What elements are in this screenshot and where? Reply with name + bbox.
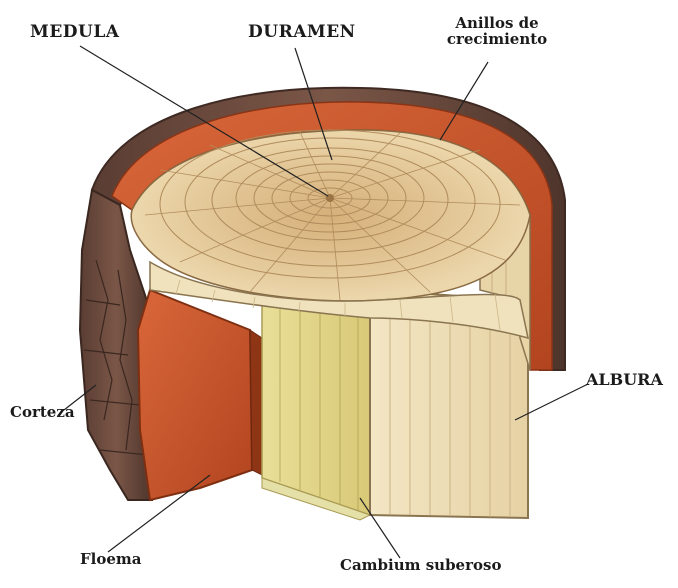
label-albura: ALBURA [586, 372, 663, 389]
label-medula: MEDULA [30, 24, 120, 42]
label-anillos-de-crecimiento: Anillos de crecimiento [438, 16, 556, 48]
phloem-panel [138, 290, 252, 500]
cambium-panel [262, 300, 370, 515]
phloem-edge [250, 330, 262, 475]
label-duramen: DURAMEN [248, 24, 356, 42]
label-anillos-line2: crecimiento [438, 32, 556, 48]
label-corteza: Corteza [10, 405, 75, 421]
label-floema: Floema [80, 552, 142, 568]
label-cambium-suberoso: Cambium suberoso [340, 558, 501, 574]
